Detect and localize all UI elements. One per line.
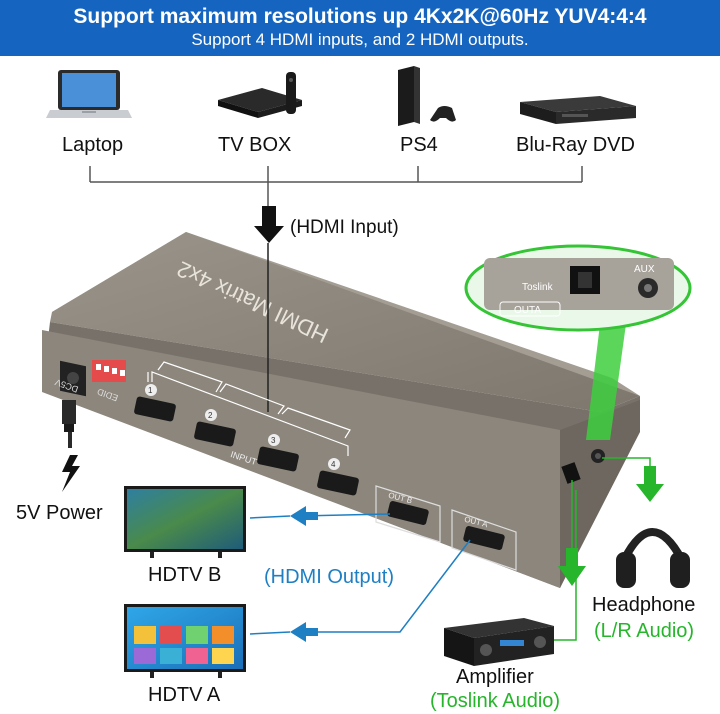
aux-port[interactable] xyxy=(591,449,605,463)
dc-jack: DC5V xyxy=(54,360,86,397)
hdmi-port-3[interactable]: 3 xyxy=(257,434,300,472)
hdtv-a-label: HDTV A xyxy=(148,684,221,706)
hdtv-b-icon xyxy=(124,486,246,558)
ps4-icon xyxy=(398,66,456,126)
headphone-sub-label: (L/R Audio) xyxy=(594,620,695,642)
hdmi-port-4[interactable]: 4 xyxy=(317,458,360,496)
hdmi-output-label: (HDMI Output) xyxy=(264,566,395,588)
header-title: Support maximum resolutions up 4Kx2K@60H… xyxy=(73,5,647,28)
toslink-label: Toslink xyxy=(522,282,554,293)
port-1-label: 1 xyxy=(148,386,153,395)
headphone-label: Headphone xyxy=(592,594,696,616)
power-plug-icon xyxy=(62,400,80,492)
output-arrow-a xyxy=(249,539,471,642)
port-2-label: 2 xyxy=(208,411,213,420)
hdtv-b-label: HDTV B xyxy=(148,564,222,586)
toslink-port[interactable] xyxy=(561,462,581,484)
power-label: 5V Power xyxy=(16,502,103,524)
input-bracket xyxy=(89,166,583,208)
source-label-laptop: Laptop xyxy=(62,134,124,156)
hdmi-port-1[interactable]: 1 xyxy=(134,384,177,422)
source-label-ps4: PS4 xyxy=(400,134,438,156)
input-ports xyxy=(147,371,349,456)
header-banner: Support maximum resolutions up 4Kx2K@60H… xyxy=(0,0,720,56)
output-arrow-b xyxy=(249,506,391,526)
amplifier-sub-label: (Toslink Audio) xyxy=(430,690,561,712)
hdmi-input-label: (HDMI Input) xyxy=(290,217,399,238)
input-port-bracket xyxy=(157,361,351,439)
laptop-icon xyxy=(46,70,132,118)
headphone-icon xyxy=(616,528,690,588)
hdtv-a-icon xyxy=(124,604,246,678)
source-label-tvbox: TV BOX xyxy=(218,134,292,156)
input-arrow-icon xyxy=(254,206,284,243)
tv-box-icon xyxy=(218,72,302,118)
output-port-b[interactable]: OUT B xyxy=(375,485,441,543)
bluray-dvd-icon xyxy=(520,96,636,124)
port-3-label: 3 xyxy=(271,436,276,445)
aux-label: AUX xyxy=(634,264,655,275)
source-label-bluray: Blu-Ray DVD xyxy=(516,134,635,156)
hdmi-matrix-device: HDMI Matrix 4x2 xyxy=(42,232,640,588)
amplifier-arrow-icon xyxy=(558,548,586,586)
hdmi-port-2[interactable]: 2 xyxy=(194,409,237,447)
amplifier-icon xyxy=(444,618,554,666)
outa-label: OUTA xyxy=(514,305,541,316)
audio-zoom-callout: Toslink AUX OUTA xyxy=(464,244,692,440)
header-subtitle: Support 4 HDMI inputs, and 2 HDMI output… xyxy=(191,30,529,49)
port-4-label: 4 xyxy=(331,460,336,469)
amplifier-label: Amplifier xyxy=(456,666,534,688)
headphone-arrow-icon xyxy=(636,466,664,502)
